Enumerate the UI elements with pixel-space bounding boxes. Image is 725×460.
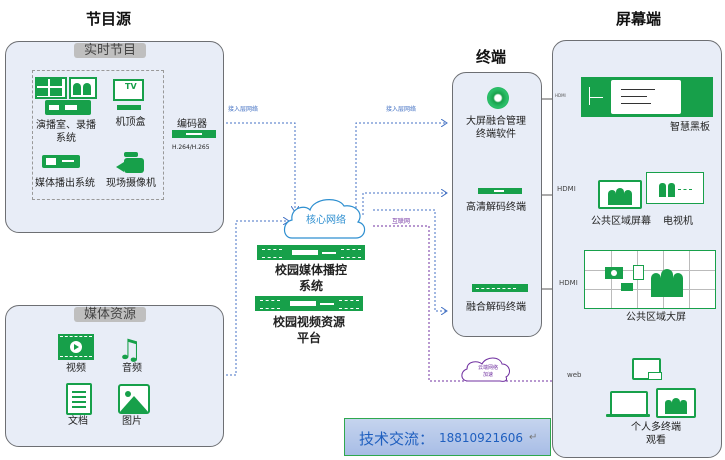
source-title: 节目源 <box>86 10 132 28</box>
software-disc-icon <box>487 87 509 109</box>
phone-icon <box>648 372 662 380</box>
hd-decoder-label: 高清解码终端 <box>466 202 526 213</box>
media-panel <box>5 305 224 447</box>
realtime-tag: 实时节目 <box>74 43 146 58</box>
fusion-decoder-label: 融合解码终端 <box>466 302 526 313</box>
resource-platform-label: 校园视频资源 平台 <box>272 315 345 345</box>
camera-label: 现场摄像机 <box>106 178 156 189</box>
video-icon <box>58 334 94 360</box>
resource-server-icon <box>255 296 363 311</box>
image-icon <box>118 384 150 414</box>
software-label: 大屏融合管理 终端软件 <box>466 116 526 140</box>
document-icon <box>66 383 92 415</box>
screen-title: 屏幕端 <box>616 10 662 28</box>
blackboard-link-label: HDMI <box>555 93 566 98</box>
encoder-label: 编码器 <box>177 119 207 130</box>
hdmi-label-2: HDMI <box>559 279 578 287</box>
terminal-title: 终端 <box>476 48 507 66</box>
web-label: web <box>567 371 582 379</box>
multi-device-label: 个人多终端 观看 <box>631 422 681 446</box>
hd-decoder-icon <box>478 188 522 194</box>
audio-label: 音频 <box>122 363 142 374</box>
encoder-icon <box>172 130 216 138</box>
tv-icon <box>646 172 704 204</box>
smart-blackboard-icon <box>581 77 713 117</box>
music-icon: ♫ <box>117 333 143 366</box>
control-server-icon <box>257 245 365 260</box>
contact-box: 技术交流： 18810921606 ↵ <box>344 418 551 456</box>
laptop-base <box>606 414 650 417</box>
encoder-codec: H.264/H.265 <box>172 144 210 151</box>
core-link-fusion-decoder <box>373 209 447 311</box>
public-screen-icon <box>598 180 642 209</box>
settop-label: 机顶盒 <box>115 117 146 128</box>
access-link-software <box>355 123 447 208</box>
camera-icon <box>114 152 146 174</box>
media-player-icon <box>42 155 80 168</box>
document-label: 文档 <box>68 416 88 427</box>
video-wall-label: 公共区域大屏 <box>626 312 686 323</box>
video-label: 视频 <box>66 363 86 374</box>
contact-label: 技术交流： <box>359 430 435 448</box>
cloud-accel-label: 云端网络 加速 <box>477 365 498 378</box>
blackboard-label: 智慧黑板 <box>670 122 710 133</box>
access-link-encoder <box>222 122 295 212</box>
contact-phone: 18810921606 <box>439 431 523 445</box>
control-system-label: 校园媒体播控 系统 <box>274 263 347 293</box>
hdmi-label-1: HDMI <box>557 185 576 193</box>
internet-label: 互联网 <box>392 218 411 225</box>
core-network-label: 核心网络 <box>306 215 346 226</box>
settop-tv-icon: TV <box>113 79 145 111</box>
terminal-panel <box>452 72 542 337</box>
video-wall-icon <box>584 250 716 309</box>
tablet-icon <box>656 388 696 418</box>
access-label-right: 接入层网络 <box>386 106 417 113</box>
studio-label: 演播室、录播 系统 <box>36 120 96 144</box>
realtime-group <box>32 70 164 200</box>
studio-icon <box>35 77 97 115</box>
tv-label: 电视机 <box>663 216 693 227</box>
media-player-label: 媒体播出系统 <box>35 178 95 189</box>
access-label-left: 接入层网络 <box>228 106 259 113</box>
public-screen-label: 公共区域屏幕 <box>591 216 651 227</box>
return-mark: ↵ <box>529 432 538 443</box>
fusion-decoder-icon <box>472 284 528 292</box>
media-tag: 媒体资源 <box>74 307 146 322</box>
internet-link <box>373 225 556 382</box>
core-link-hd-decoder <box>362 193 447 215</box>
image-label: 图片 <box>122 416 142 427</box>
